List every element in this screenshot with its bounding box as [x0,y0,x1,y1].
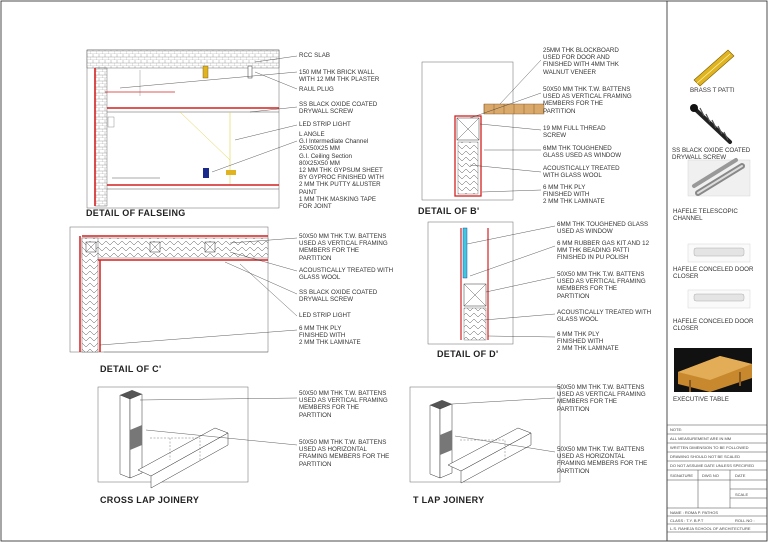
falseing-note-2: 150 MM THK BRICK WALL WITH 12 MM THK PLA… [299,69,380,84]
telescopic-channel-image [687,158,751,197]
title-block-grid [666,424,768,542]
sidebar-caption-door-closer-1: HAFELE CONCELED DOOR CLOSER [673,266,754,281]
tb-scale: SCALE [735,492,749,497]
door-closer-image-2 [687,289,751,309]
detail-b-title: DETAIL OF B' [418,206,480,216]
sidebar-caption-door-closer-2: HAFELE CONCELED DOOR CLOSER [673,318,754,333]
cross-lap-note-2: 50X50 MM THK T.W. BATTENS USED AS HORIZO… [299,439,390,468]
t-lap-note-2: 50X50 MM THK T.W. BATTENS USED AS HORIZO… [557,446,648,475]
detail-d-note-5: 6 MM THK PLY FINISHED WITH 2 MM THK LAMI… [557,331,619,353]
detail-d [427,221,556,345]
detail-b-note-2: 50X50 MM THK T.W. BATTENS USED AS VERTIC… [543,86,632,115]
cross-lap-drawing [97,386,298,489]
tb-class: CLASS : T.Y. B.P.T [670,518,704,523]
tb-note-1: ALL MEASUREMENT ARE IN MM [670,436,732,441]
detail-d-note-2: 6 MM RUBBER GAS KIT AND 12 MM THK BEADIN… [557,240,650,262]
detail-b-note-4: 6MM THK TOUGHENED GLASS USED AS WINDOW [543,145,622,160]
tb-signature: SIGNATURE [670,473,694,478]
tb-date: DATE [735,473,746,478]
detail-b-note-1: 25MM THK BLOCKBOARD USED FOR DOOR AND FI… [543,47,619,76]
detail-c [69,226,298,353]
sidebar-images [674,49,752,392]
detail-b-note-3: 19 MM FULL THREAD SCREW [543,125,606,140]
tb-school: L.S. RAHEJA SCHOOL OF ARCHITECTURE [670,526,751,531]
falseing-note-4: SS BLACK OXIDE COATED DRYWALL SCREW [299,101,378,116]
executive-table-image [674,348,752,392]
detail-c-note-4: LED STRIP LIGHT [299,312,351,319]
falseing-note-6: L ANGLE G.I Intermediate Channel 25X50X2… [299,131,384,211]
falseing-note-3: RAUL PLUG [299,86,334,93]
detail-d-note-1: 6MM THK TOUGHENED GLASS USED AS WINDOW [557,221,649,236]
t-lap-title: T LAP JOINERY [413,495,485,505]
detail-d-title: DETAIL OF D' [437,349,499,359]
tb-note-label: NOTE: [670,427,683,432]
falseing-note-5: LED STRIP LIGHT [299,121,351,128]
tb-name: NAME : ROMA P. PATHOS [670,510,719,515]
tb-dwg-no: DWG NO [702,473,719,478]
falseing-title: DETAIL OF FALSEING [86,208,186,218]
sidebar-caption-executive-table: EXECUTIVE TABLE [673,396,729,403]
door-closer-image-1 [687,243,751,263]
sidebar-caption-brass-patti: BRASS T PATTI [690,87,735,94]
detail-c-note-5: 6 MM THK PLY FINISHED WITH 2 MM THK LAMI… [299,325,361,347]
detail-c-note-1: 50X50 MM THK T.W. BATTENS USED AS VERTIC… [299,233,388,262]
sidebar-caption-telescopic-channel: HAFELE TELESCOPIC CHANNEL [673,208,738,223]
detail-d-note-3: 50X50 MM THK T.W. BATTENS USED AS VERTIC… [557,271,646,300]
tb-note-4: DO NOT ASSUME DATE UNLESS SPECIFIED [670,463,755,468]
detail-c-note-2: ACOUSTICALLY TREATED WITH GLASS WOOL [299,267,394,282]
detail-c-note-3: SS BLACK OXIDE COATED DRYWALL SCREW [299,289,378,304]
t-lap-drawing [409,386,561,484]
cross-lap-note-1: 50X50 MM THK T.W. BATTENS USED AS VERTIC… [299,390,388,419]
tb-roll: ROLL NO : [735,518,755,523]
detail-b-note-5: ACOUSTICALLY TREATED WITH GLASS WOOL [543,165,620,180]
brass-t-patti-image [693,49,735,87]
cross-lap-title: CROSS LAP JOINERY [100,495,200,505]
tb-note-3: DRAWING SHOULD NOT BE SCALED [670,454,741,459]
detail-b-note-6: 6 MM THK PLY FINISHED WITH 2 MM THK LAMI… [543,184,605,206]
falseing-detail [86,49,298,209]
detail-b [421,59,545,201]
sidebar-caption-drywall-screw: SS BLACK OXIDE COATED DRYWALL SCREW [672,147,751,162]
detail-c-title: DETAIL OF C' [100,364,162,374]
tb-note-2: WRITTEN DIMENSION TO BE FOLLOWED [670,445,749,450]
t-lap-note-1: 50X50 MM THK T.W. BATTENS USED AS VERTIC… [557,384,646,413]
drywall-screw-image [690,104,732,144]
falseing-note-1: RCC SLAB [299,52,330,59]
detail-d-note-4: ACOUSTICALLY TREATED WITH GLASS WOOL [557,309,652,324]
